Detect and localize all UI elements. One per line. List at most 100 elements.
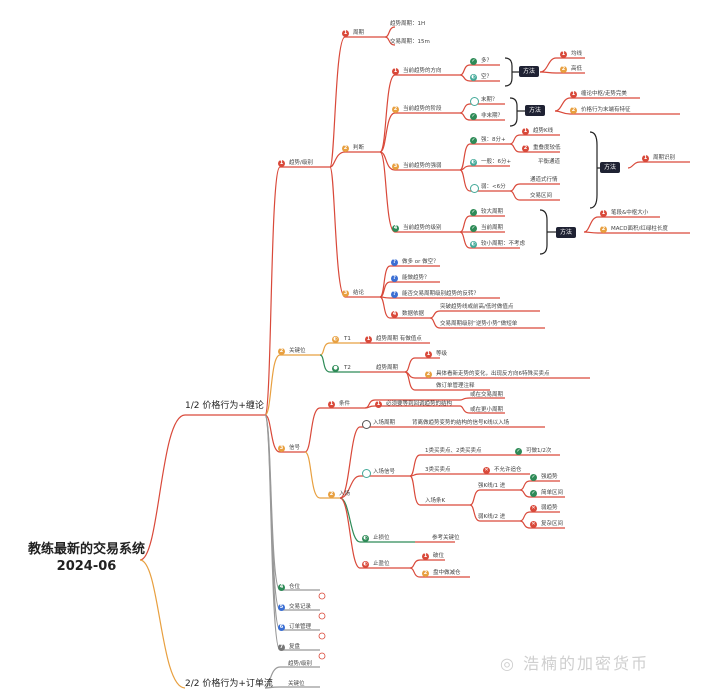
node-stop-loss[interactable]: 止损位 (373, 535, 390, 541)
node-entry-cycle-detail[interactable]: 背离做趋势变势的结构的信号K线以入场 (412, 420, 510, 426)
node-bsp3[interactable]: 3类买卖点 (425, 467, 451, 473)
number-5-icon: 5 (278, 604, 285, 611)
method-box[interactable]: 方法 (556, 227, 577, 238)
node-weak-bar[interactable]: 弱K线/2 进 (478, 514, 506, 520)
node-stage-chan[interactable]: 缠论中枢/走势完美 (581, 91, 627, 97)
node-stage-end[interactable]: 末期？ (481, 97, 498, 103)
node-weak[interactable]: 弱：<6分 (481, 184, 506, 190)
node-long-short[interactable]: 做多 or 做空？ (402, 259, 439, 265)
node-dir-ma[interactable]: 均线 (571, 51, 583, 57)
number-1-icon: 1 (422, 553, 429, 560)
node-level-macd[interactable]: MACD面积/红绿柱长度 (611, 226, 668, 232)
branch-2-label[interactable]: 2/2 价格行为+订单流 (185, 679, 273, 689)
node-level-big[interactable]: 较大周期 (481, 209, 504, 215)
node-entry-signal[interactable]: 入场信号 (373, 469, 396, 475)
node-simple-range[interactable]: 简单区间 (541, 490, 564, 496)
node-cond-trade[interactable]: 或在交易周期 (470, 392, 504, 398)
node-cond-wait[interactable]: 必须要等到回调趋势的结构 (386, 401, 453, 407)
node-t2[interactable]: T2 (344, 365, 351, 371)
node-dir-up[interactable]: 多？ (481, 58, 493, 64)
node-t2-wait[interactable]: 等级 (436, 351, 448, 357)
node-stop-loss-ref[interactable]: 参考关键位 (432, 535, 460, 541)
node-entry-bar[interactable]: 入场条K (425, 498, 446, 504)
node-cond-small[interactable]: 或在更小周期 (470, 407, 504, 413)
node-stage-not-end[interactable]: 非末期？ (481, 113, 504, 119)
node-level[interactable]: 当前趋势的级别 (403, 225, 442, 231)
number-7-icon: 7 (278, 644, 285, 651)
node-judge[interactable]: 判断 (353, 145, 365, 151)
node-conclusion[interactable]: 结论 (353, 290, 365, 296)
node-condition[interactable]: 条件 (339, 401, 351, 407)
method-box[interactable]: 方法 (600, 162, 621, 173)
node-review[interactable]: 复盘 (289, 644, 301, 650)
node-level-small[interactable]: 较小周期：不考虑 (481, 241, 526, 247)
node-trend[interactable]: 趋势/级别 (289, 160, 313, 166)
number-1-icon: 1 (425, 351, 432, 358)
node-stage[interactable]: 当前趋势的阶段 (403, 106, 442, 112)
node-cycle[interactable]: 周期 (353, 30, 365, 36)
node-bsp12[interactable]: 1类买卖点、2类买卖点 (425, 448, 482, 454)
node-strength[interactable]: 当前趋势的强弱 (403, 163, 442, 169)
node-tp-break[interactable]: 破位 (433, 553, 445, 559)
node-bsp3-rule[interactable]: 不允许追仓 (494, 467, 522, 473)
half-circle-icon: ◐ (362, 561, 369, 568)
node-normal[interactable]: 一般：6分+ (481, 159, 512, 165)
node-b2-key[interactable]: 关键位 (288, 681, 305, 687)
node-complex-range[interactable]: 复杂区间 (541, 521, 564, 527)
node-strong-bar[interactable]: 强K线/1 进 (478, 483, 506, 489)
node-strong-trend[interactable]: 强趋势 (541, 474, 558, 480)
node-entry[interactable]: 入场 (339, 491, 351, 497)
node-bsp12-times[interactable]: 可做1/2次 (526, 448, 552, 454)
node-level-pivot[interactable]: 笔段&中枢大小 (611, 210, 649, 216)
number-4-icon: 4 (392, 225, 399, 232)
number-2-icon: 2 (392, 106, 399, 113)
node-direction[interactable]: 当前趋势的方向 (403, 68, 442, 74)
check-icon: ✓ (470, 58, 477, 65)
node-weak-channel[interactable]: 通道式行情 (530, 177, 558, 183)
method-box[interactable]: 方法 (525, 105, 546, 116)
node-tp-reduce[interactable]: 盘中做减仓 (433, 570, 461, 576)
node-take-profit[interactable]: 止盈位 (373, 561, 390, 567)
node-strong-overlap[interactable]: 重叠度较低 (533, 145, 561, 151)
number-2-icon: 2 (278, 348, 285, 355)
node-weak-range[interactable]: 交易区间 (530, 193, 553, 199)
node-trend-able[interactable]: 能做趋势？ (402, 275, 430, 281)
node-level-current[interactable]: 当前周期 (481, 225, 504, 231)
node-cycle-id[interactable]: 周期识别 (653, 155, 676, 161)
node-signal[interactable]: 信号 (289, 445, 301, 451)
method-box[interactable]: 方法 (519, 66, 540, 77)
number-1-icon: 1 (392, 68, 399, 75)
node-dir-hilo[interactable]: 高低 (571, 66, 583, 72)
node-stage-pa[interactable]: 价格行为末端有特征 (581, 107, 631, 113)
node-data-basis[interactable]: 数据依据 (402, 311, 425, 317)
node-reversal[interactable]: 能否交易周期级别趋势的反转？ (402, 291, 480, 297)
node-t1[interactable]: T1 (344, 336, 351, 342)
node-t2-order[interactable]: 做订单管理注释 (436, 383, 475, 389)
node-normal-channel[interactable]: 平衡通道 (538, 159, 561, 165)
node-t2-cycle[interactable]: 趋势周期 (376, 365, 399, 371)
node-b2-trend[interactable]: 趋势/级别 (288, 661, 312, 667)
node-key-level[interactable]: 关键位 (289, 348, 306, 354)
branch-1-label[interactable]: 1/2 价格行为+缠论 (185, 401, 264, 411)
cross-icon: ✕ (530, 521, 537, 528)
node-position[interactable]: 仓位 (289, 584, 301, 590)
node-dir-down[interactable]: 空？ (481, 74, 493, 80)
node-order-mgmt[interactable]: 订单管理 (289, 624, 312, 630)
node-cycle-trade[interactable]: 交易周期：15m (390, 39, 430, 45)
node-t2-detail[interactable]: 具体看新走势的变化，出现反方向6特殊买卖点 (436, 371, 550, 377)
node-strong-k[interactable]: 趋势K线 (533, 128, 554, 134)
node-entry-cycle[interactable]: 入场周期 (373, 420, 396, 426)
collapse-toggle-review (318, 652, 326, 660)
node-strong[interactable]: 强：8分+ (481, 137, 506, 143)
node-weak-trend[interactable]: 弱趋势 (541, 505, 558, 511)
node-cycle-trend[interactable]: 趋势周期：1H (390, 21, 426, 27)
number-2-icon: 2 (342, 145, 349, 152)
number-1-icon: 1 (570, 91, 577, 98)
number-4-icon: 4 (391, 311, 398, 318)
node-breakout[interactable]: 突破趋势线或前高/低时做值点 (440, 304, 514, 310)
node-counter-trend[interactable]: 交易周期级别“逆势小势”做短单 (440, 321, 518, 327)
root-node[interactable]: 教练最新的交易系统 2024-06 (28, 541, 145, 575)
node-t1-detail[interactable]: 趋势周期 有做值点 (376, 336, 422, 342)
node-journal[interactable]: 交易记录 (289, 604, 312, 610)
